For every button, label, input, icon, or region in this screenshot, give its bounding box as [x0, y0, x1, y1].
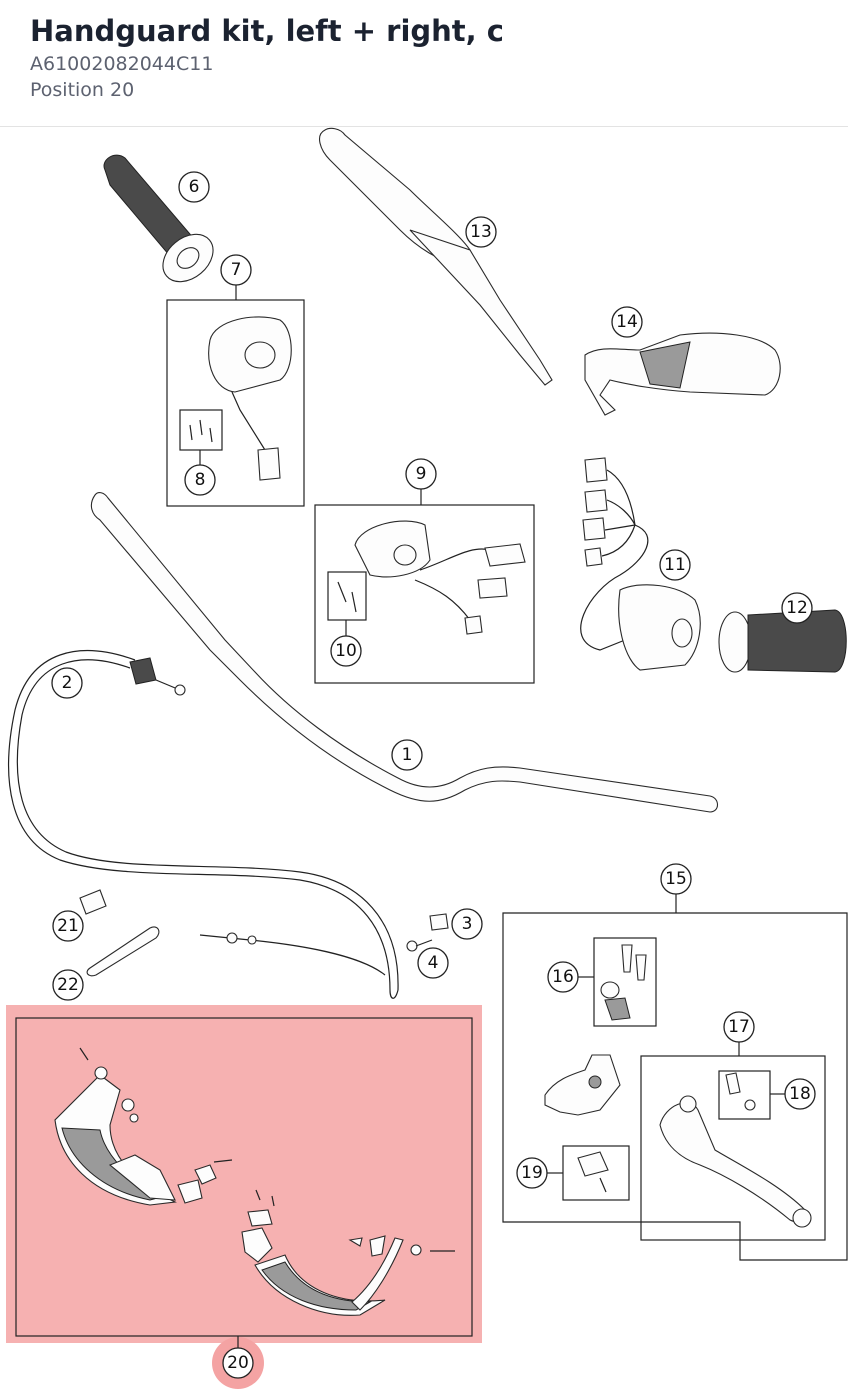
callout-18[interactable]: 18	[784, 1078, 816, 1110]
svg-text:10: 10	[335, 641, 357, 661]
callout-2[interactable]: 2	[51, 667, 83, 699]
box-18	[718, 1070, 771, 1120]
svg-text:9: 9	[416, 464, 427, 484]
handlebar-drawing	[90, 492, 719, 813]
callout-6[interactable]: 6	[178, 171, 210, 203]
callout-21[interactable]: 21	[52, 910, 84, 942]
mirror-right-drawing	[584, 332, 781, 416]
page-header: Handguard kit, left + right, c A61002082…	[0, 0, 848, 127]
svg-text:19: 19	[521, 1163, 543, 1183]
exploded-parts-diagram: 1 2 3 4 6 7 8 9 10 11 12 13 14 15 16 17 …	[6, 127, 848, 1389]
position-label: Position 20	[30, 79, 135, 101]
svg-text:7: 7	[231, 260, 242, 280]
callout-12[interactable]: 12	[781, 592, 813, 624]
part-number: A61002082044C11	[30, 53, 214, 75]
svg-text:21: 21	[57, 916, 79, 936]
callout-3[interactable]: 3	[451, 908, 483, 940]
callout-14[interactable]: 14	[611, 306, 643, 338]
box-15	[502, 912, 848, 1261]
leader-lines	[199, 285, 785, 1348]
svg-text:1: 1	[402, 745, 413, 765]
svg-text:20: 20	[227, 1353, 249, 1373]
box-16	[593, 937, 657, 1027]
svg-text:2: 2	[62, 673, 73, 693]
box-9	[314, 504, 535, 684]
svg-text:22: 22	[57, 975, 79, 995]
highlight-box-20	[15, 1017, 473, 1337]
switch-11-drawing	[580, 457, 701, 671]
box-10	[327, 571, 367, 621]
svg-text:15: 15	[665, 869, 687, 889]
grip-left-drawing	[103, 154, 214, 283]
callout-17[interactable]: 17	[723, 1011, 755, 1043]
callout-1[interactable]: 1	[391, 739, 423, 771]
callout-13[interactable]: 13	[465, 216, 497, 248]
callout-11[interactable]: 11	[659, 549, 691, 581]
svg-text:13: 13	[470, 222, 492, 242]
screws-10-drawing	[337, 581, 357, 613]
svg-text:17: 17	[728, 1017, 750, 1037]
svg-text:8: 8	[195, 470, 206, 490]
svg-text:16: 16	[552, 967, 574, 987]
parts-16-drawing	[600, 944, 647, 1021]
callout-16[interactable]: 16	[547, 961, 579, 993]
cable-drawing	[8, 650, 399, 999]
callout-19[interactable]: 19	[516, 1157, 548, 1189]
bracket-drawing	[544, 1054, 621, 1116]
small-parts-drawing	[79, 889, 449, 977]
svg-text:3: 3	[462, 914, 473, 934]
callout-9[interactable]: 9	[405, 458, 437, 490]
svg-text:4: 4	[428, 953, 439, 973]
parts-18-drawing	[725, 1072, 756, 1111]
box-8	[179, 409, 223, 451]
svg-text:11: 11	[664, 555, 686, 575]
switch-7-drawing	[208, 316, 292, 481]
callout-22[interactable]: 22	[52, 969, 84, 1001]
svg-text:14: 14	[616, 312, 638, 332]
callout-8[interactable]: 8	[184, 464, 216, 496]
svg-text:12: 12	[786, 598, 808, 618]
mirror-left-drawing	[319, 127, 553, 386]
parts-19-drawing	[577, 1151, 609, 1193]
callout-10[interactable]: 10	[330, 635, 362, 667]
svg-text:6: 6	[189, 177, 200, 197]
callout-20[interactable]: 20	[222, 1347, 254, 1379]
box-17	[640, 1055, 826, 1241]
callout-7[interactable]: 7	[220, 254, 252, 286]
lever-17-drawing	[659, 1095, 812, 1228]
callout-4[interactable]: 4	[417, 947, 449, 979]
grip-right-drawing	[718, 609, 847, 673]
handguard-drawing	[54, 1047, 455, 1316]
screws-8-drawing	[189, 419, 213, 443]
highlight-region-20[interactable]	[6, 1005, 482, 1343]
switch-9-drawing	[354, 520, 526, 635]
svg-text:18: 18	[789, 1084, 811, 1104]
page-title: Handguard kit, left + right, c	[30, 14, 504, 48]
callout-15[interactable]: 15	[660, 863, 692, 895]
